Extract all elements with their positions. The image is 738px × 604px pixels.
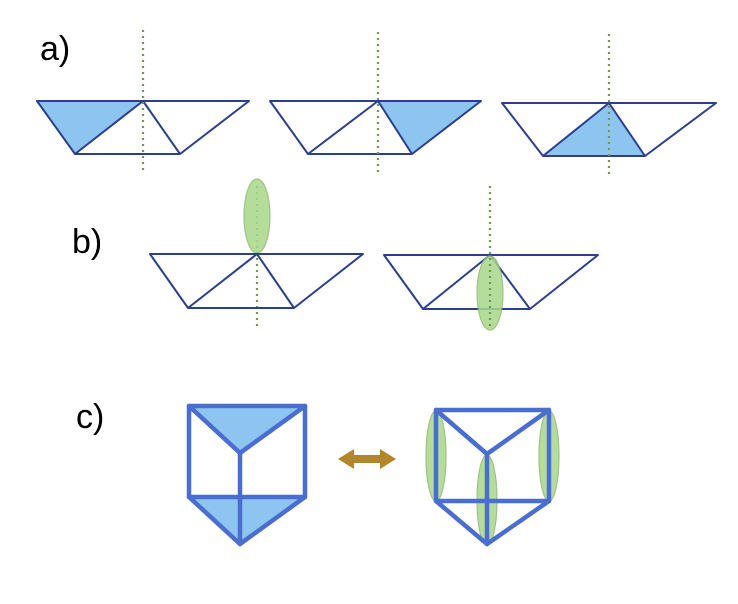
ellipse-through-b2 — [476, 255, 504, 331]
label-a: a) — [40, 30, 70, 68]
prism-ellipse-edges — [425, 407, 560, 547]
label-b: b) — [72, 223, 102, 261]
trapezoid-b1 — [149, 178, 364, 326]
shaded-triangle-a2 — [378, 101, 481, 154]
ellipse-above-b1 — [243, 178, 271, 254]
trapezoid-a3 — [501, 34, 717, 176]
prism-shaded-faces — [186, 403, 308, 547]
shaded-bottom-face — [189, 497, 305, 544]
shaded-triangle-a3 — [543, 103, 645, 156]
label-c: c) — [76, 398, 104, 436]
trapezoid-b2 — [383, 186, 599, 331]
double-headed-arrow-icon — [338, 449, 396, 469]
trapezoid-a2 — [269, 32, 482, 174]
shaded-top-face — [189, 406, 305, 453]
shaded-triangle-a1 — [37, 101, 143, 154]
trapezoid-a1 — [36, 30, 250, 174]
